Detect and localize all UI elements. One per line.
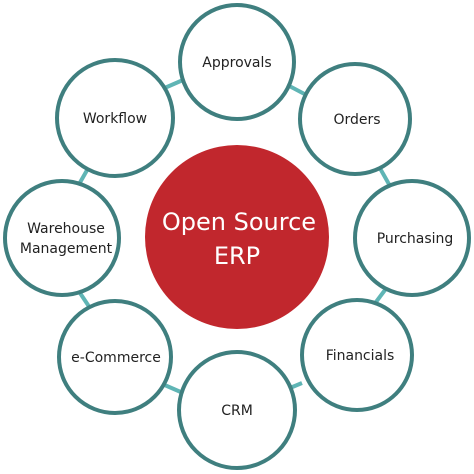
node-circle bbox=[353, 179, 471, 297]
center-circle bbox=[145, 145, 329, 329]
node-circle bbox=[178, 3, 296, 121]
node-circle bbox=[300, 298, 414, 412]
node-label: Financials bbox=[326, 348, 395, 364]
node-orders: Orders bbox=[298, 62, 412, 176]
node-workflow: Workflow bbox=[55, 58, 175, 178]
node-warehouse-management: Warehouse Management bbox=[3, 179, 121, 297]
center-label-line1: Open Source bbox=[162, 208, 316, 236]
node-crm: CRM bbox=[177, 350, 297, 470]
node-circle bbox=[55, 58, 175, 178]
node-label-line2: Management bbox=[20, 241, 113, 257]
node-approvals: Approvals bbox=[178, 3, 296, 121]
node-label: Purchasing bbox=[377, 231, 454, 247]
center-label-line2: ERP bbox=[214, 242, 260, 270]
node-purchasing: Purchasing bbox=[353, 179, 471, 297]
node-label: Approvals bbox=[202, 55, 271, 71]
node-label: CRM bbox=[221, 403, 253, 419]
node-circle bbox=[177, 350, 297, 470]
node-label: Workflow bbox=[83, 111, 147, 127]
node-label-line1: Warehouse bbox=[27, 221, 105, 237]
node-ecommerce: e-Commerce bbox=[57, 299, 173, 415]
node-label: Orders bbox=[333, 112, 380, 128]
node-circle bbox=[298, 62, 412, 176]
node-label: e-Commerce bbox=[71, 350, 161, 366]
center-node: Open Source ERP bbox=[145, 145, 329, 329]
node-financials: Financials bbox=[300, 298, 414, 412]
node-circle bbox=[57, 299, 173, 415]
node-circle bbox=[3, 179, 121, 297]
